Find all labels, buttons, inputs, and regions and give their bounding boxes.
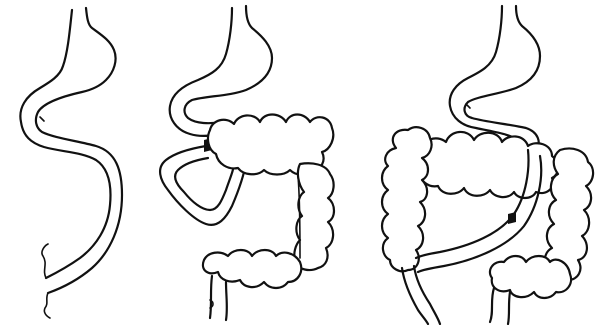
panel-3-stomach-colon-and-bypass (382, 6, 593, 324)
panel-3-stomach-right-wall (465, 6, 540, 152)
panel-3-rectum-left (490, 288, 494, 322)
panel-1-distal-end-lower (44, 293, 50, 318)
panel-1-stomach-right-wall (36, 8, 122, 293)
panel-3-ascending-colon (382, 127, 432, 271)
panel-1-stomach-left-wall (20, 10, 110, 278)
panel-2-rectum-left (210, 276, 212, 318)
panel-1-pylorus-mark (40, 117, 44, 121)
panel-1-distal-end-upper (42, 244, 48, 278)
panel-2-sigmoid-colon (203, 250, 301, 288)
panel-2-stomach-right-wall (185, 6, 272, 123)
panel-3-rectum-right (508, 292, 510, 324)
panel-3-anastomosis-mark (508, 212, 516, 224)
panel-2-stomach-left-wall (170, 8, 232, 136)
panel-3-ileum-tail-right (414, 266, 440, 324)
panel-1-stomach-and-small-intestine (20, 8, 122, 318)
panel-3-pylorus-mark (466, 104, 470, 108)
panel-3-sigmoid-colon (490, 256, 571, 298)
panel-2-stomach-and-colon (160, 6, 334, 320)
panel-2-rectum-right (226, 282, 227, 320)
panel-3-transverse-colon (416, 132, 559, 198)
